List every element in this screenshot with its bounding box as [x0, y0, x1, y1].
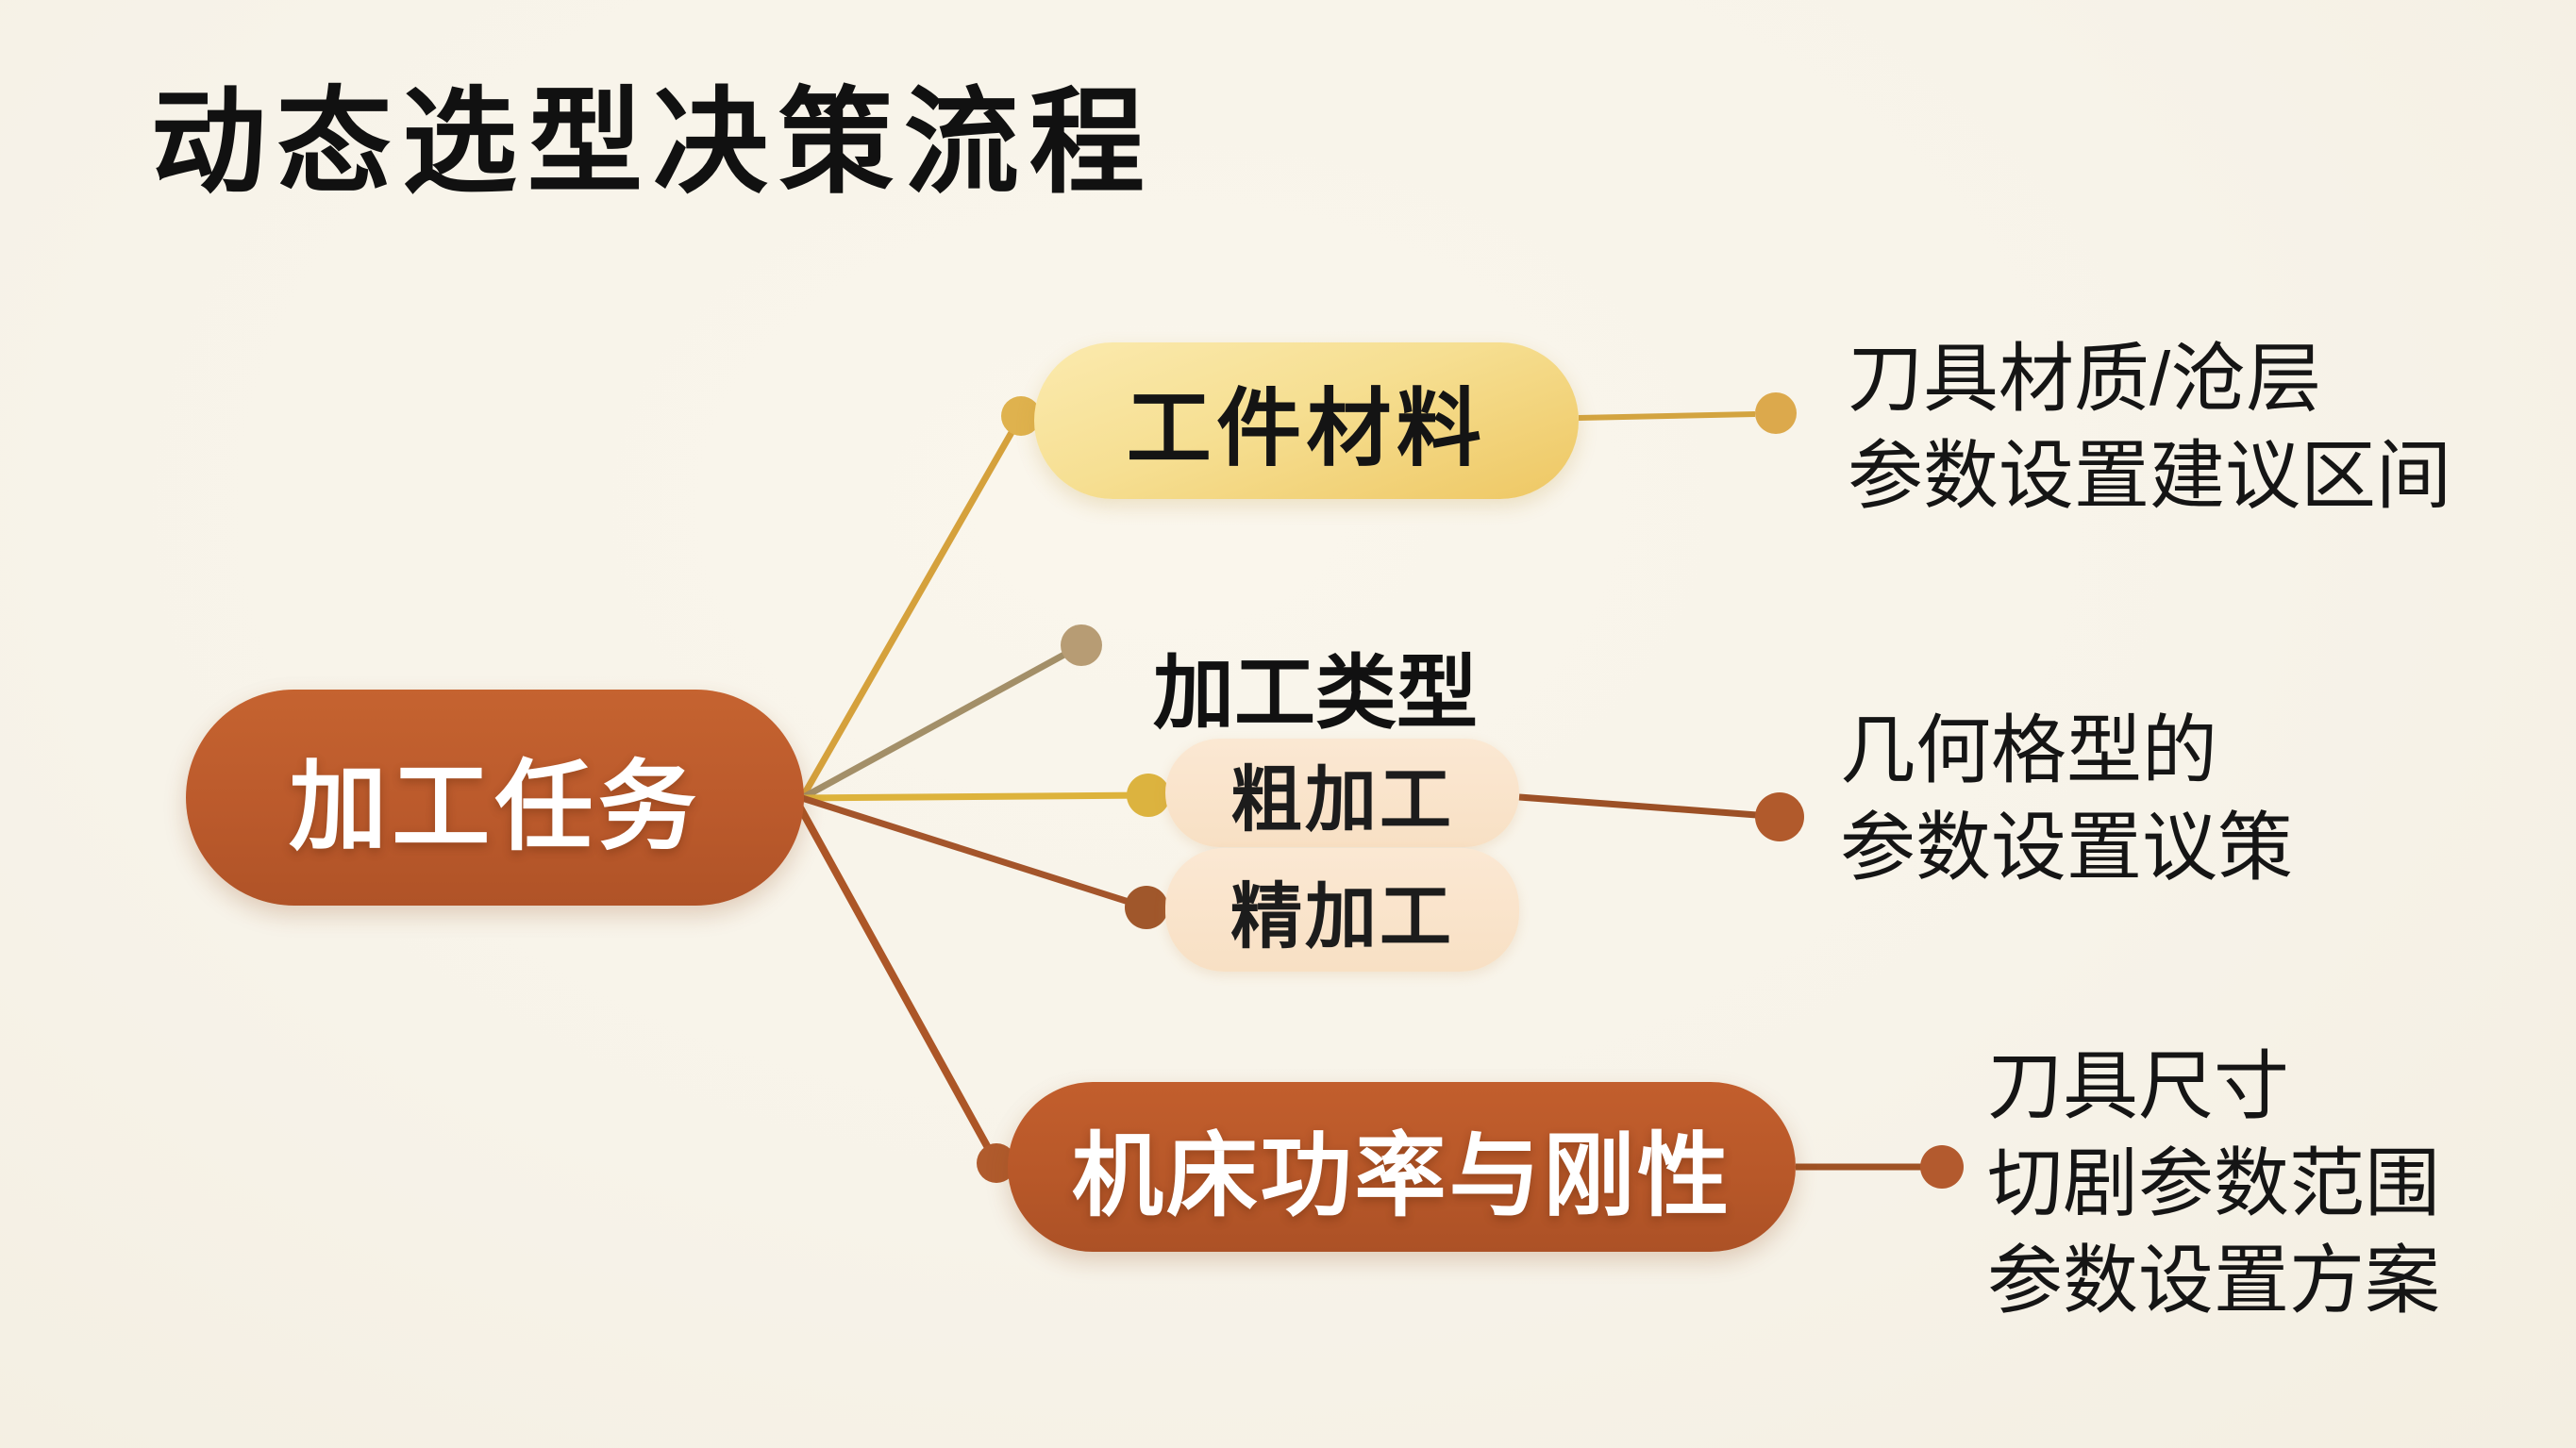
- root-node-machining-task: 加工任务: [186, 690, 804, 906]
- node-machine-annotation: [1920, 1145, 1964, 1189]
- branch-node-workpiece-material: 工件材料: [1034, 342, 1579, 499]
- annotation-material: 刀具材质/沧层 参数设置建议区间: [1848, 330, 2451, 524]
- branch-label-machining-type: 加工类型: [1153, 648, 1478, 739]
- workpiece-material-label: 工件材料: [1126, 382, 1487, 476]
- node-rough: [1127, 774, 1170, 817]
- connector-root-to-machine: [796, 806, 1000, 1165]
- branch-node-machine-power-rigidity: 机床功率与刚性: [1008, 1082, 1796, 1252]
- root-node-label: 加工任务: [289, 753, 701, 862]
- annotation-machine-line2: 切剧参数范围: [1987, 1141, 2440, 1225]
- connector-root-to-type: [800, 641, 1083, 802]
- annotation-type-line2: 参数设置议策: [1840, 806, 2293, 890]
- annotation-material-line1: 刀具材质/沧层: [1848, 337, 2322, 421]
- node-material-annotation: [1755, 392, 1797, 434]
- connector-material-to-annotation: [1578, 411, 1756, 421]
- rough-machining-label: 粗加工: [1229, 759, 1455, 841]
- finish-machining-label: 精加工: [1229, 876, 1455, 957]
- annotation-machine-line3: 参数设置方案: [1987, 1239, 2440, 1323]
- sub-node-finish-machining: 精加工: [1165, 848, 1519, 972]
- annotation-type-line1: 几何格型的: [1840, 708, 2217, 792]
- machine-power-rigidity-label: 机床功率与刚性: [1071, 1123, 1732, 1227]
- page-title: 动态选型决策流程: [151, 78, 1155, 207]
- node-rough-annotation: [1755, 792, 1804, 841]
- annotation-material-line2: 参数设置建议区间: [1848, 434, 2451, 518]
- connector-rough-to-annotation: [1518, 793, 1758, 819]
- annotation-machine: 刀具尺寸 切剧参数范围 参数设置方案: [1987, 1038, 2440, 1329]
- connector-root-to-material: [798, 414, 1025, 800]
- sub-node-rough-machining: 粗加工: [1165, 739, 1519, 847]
- connector-root-to-rough: [801, 791, 1149, 802]
- node-finish: [1125, 886, 1168, 929]
- connector-root-to-finish: [800, 794, 1148, 911]
- node-type: [1061, 624, 1102, 666]
- annotation-machining-type: 几何格型的 参数设置议策: [1840, 702, 2293, 896]
- annotation-machine-line1: 刀具尺寸: [1987, 1044, 2289, 1128]
